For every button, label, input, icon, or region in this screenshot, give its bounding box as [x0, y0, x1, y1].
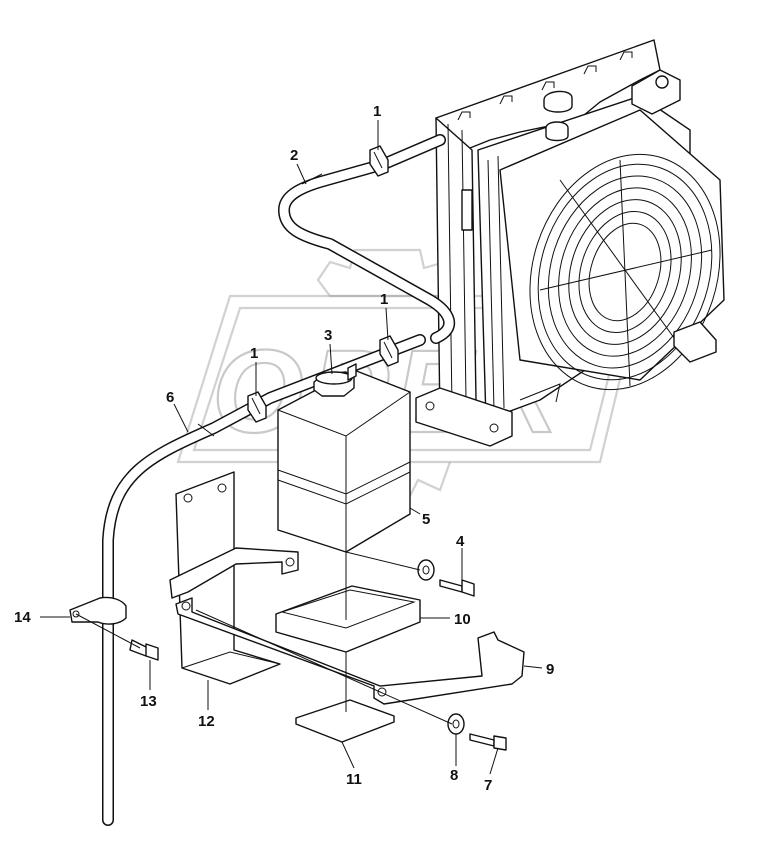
tank-strap-9 — [175, 597, 525, 705]
callout-8: 8 — [450, 767, 458, 784]
rubber-pad — [295, 699, 395, 743]
washer-8 — [447, 713, 465, 735]
assembly-lines — [75, 551, 453, 725]
tank-strap-upper — [169, 547, 299, 599]
tank-cap — [313, 363, 357, 397]
callout-4: 4 — [456, 533, 465, 550]
hose-clamp-lower — [247, 391, 267, 423]
lower-hose — [102, 334, 426, 826]
callout-1-upper: 1 — [373, 103, 381, 120]
leader-lines — [40, 120, 543, 775]
bolt-7 — [469, 733, 507, 751]
callout-9: 9 — [546, 661, 554, 678]
callout-5: 5 — [422, 511, 430, 528]
hose-clamp-middle — [379, 335, 399, 367]
callout-11: 11 — [346, 771, 362, 788]
callout-7: 7 — [484, 777, 492, 794]
washer-5-area — [417, 559, 435, 581]
mounting-bracket — [175, 471, 281, 685]
callout-12: 12 — [198, 713, 215, 730]
hose-clamp-upper — [369, 145, 389, 177]
callout-14: 14 — [14, 609, 31, 626]
tank-tray — [275, 585, 421, 653]
callout-13: 13 — [140, 693, 157, 710]
callout-2: 2 — [290, 147, 298, 164]
radiator-fan-assembly — [415, 39, 725, 447]
bolt-4 — [439, 579, 475, 597]
hose-clamp-14 — [69, 596, 127, 625]
callout-1-lower: 1 — [250, 345, 258, 362]
callout-10: 10 — [454, 611, 471, 628]
callout-6: 6 — [166, 389, 174, 406]
bolt-13 — [129, 639, 159, 661]
callout-1-middle: 1 — [380, 291, 388, 308]
callout-3: 3 — [324, 327, 332, 344]
callout-labels: 1 1 1 2 3 4 5 6 7 8 9 10 11 12 13 14 — [14, 103, 554, 794]
